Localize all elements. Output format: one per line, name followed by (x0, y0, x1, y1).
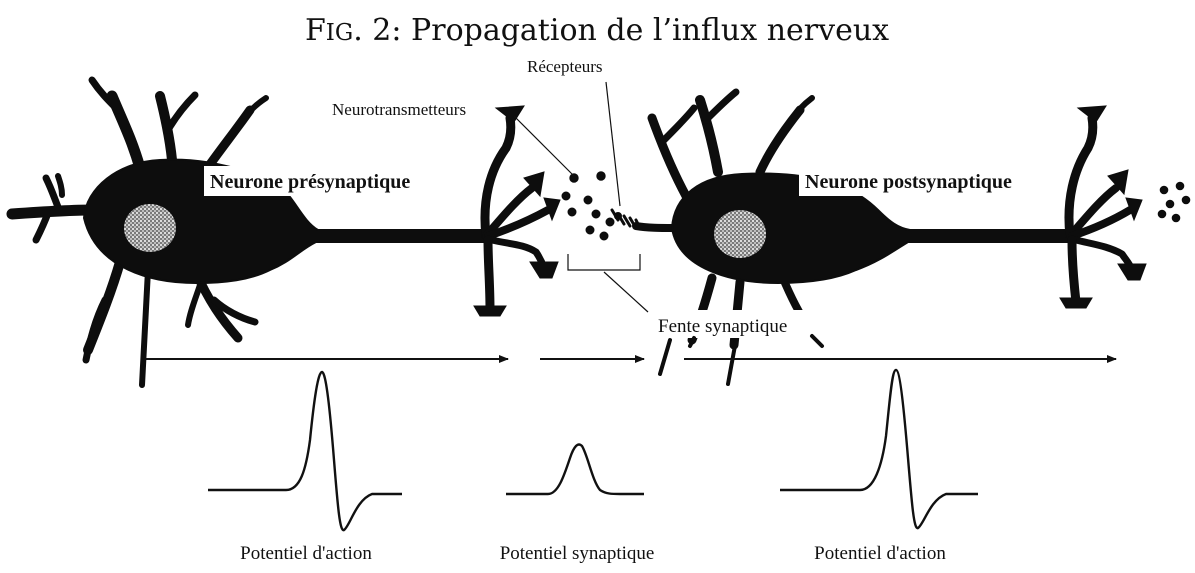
trace-action-potential-1 (208, 372, 402, 530)
leader-lines (514, 82, 648, 312)
neurotransmitter-dots (562, 172, 622, 240)
label-postsynaptic-neuron: Neurone postsynaptique (805, 171, 1012, 193)
figure-title-rest: . 2: Propagation de l’influx nerveux (353, 13, 889, 48)
synaptic-cleft-bracket (568, 254, 640, 270)
label-potential-3: Potentiel d'action (814, 543, 946, 564)
potential-traces (208, 370, 978, 530)
trace-synaptic-potential (506, 445, 644, 495)
presynaptic-neuron (12, 80, 560, 385)
figure-title: FIG. 2: Propagation de l’influx nerveux (305, 13, 889, 48)
synapse (562, 172, 640, 270)
figure-title-smallcaps: IG (326, 20, 353, 46)
label-potential-1: Potentiel d'action (240, 543, 372, 564)
presynaptic-nucleus (124, 204, 176, 252)
postsynaptic-axon-terminals (1060, 106, 1146, 308)
figure-title-prefix: F (305, 13, 326, 48)
label-neurotransmitters: Neurotransmetteurs (332, 100, 466, 119)
label-presynaptic-neuron: Neurone présynaptique (210, 171, 410, 193)
presynaptic-axon-terminals (474, 106, 560, 316)
postsynaptic-nucleus (714, 210, 766, 258)
released-neurotransmitter-dots (1158, 182, 1190, 222)
label-receptors: Récepteurs (527, 57, 603, 76)
postsynaptic-neuron (636, 92, 1190, 345)
label-potential-2: Potentiel synaptique (500, 543, 655, 564)
label-synaptic-cleft: Fente synaptique (658, 316, 787, 337)
trace-action-potential-2 (780, 370, 978, 528)
